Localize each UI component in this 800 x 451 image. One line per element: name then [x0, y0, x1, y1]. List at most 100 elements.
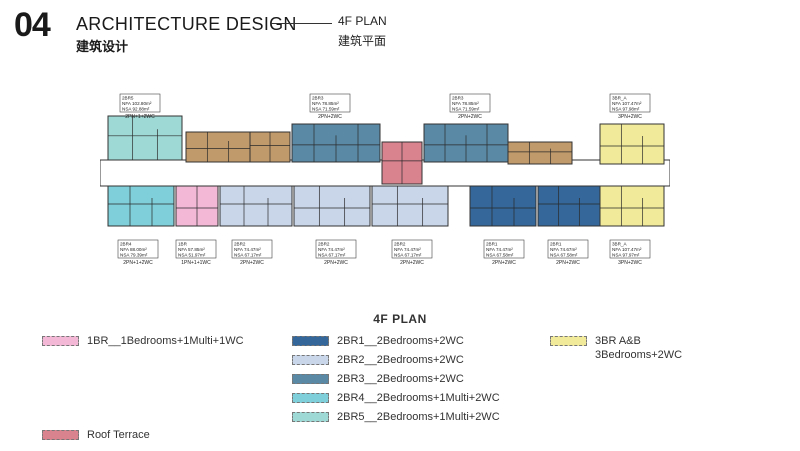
unit-tag-top-3-line-3: NSA 71.59m² [452, 107, 480, 112]
unit-2br4-bottom [107, 185, 175, 227]
unit-tag-bottom-6-config: 2PN+2WC [492, 260, 516, 266]
unit-tag-bottom-8-box [609, 239, 651, 259]
unit-core-left-top [185, 131, 251, 163]
unit-tag-top-3-line-2: NFA 78.85m² [452, 101, 479, 106]
legend-item-1br: 1BR__1Bedrooms+1Multi+1WC [42, 334, 244, 348]
unit-2br2-bottom-b [293, 185, 371, 227]
unit-tag-bottom-8-line-3: NSA 97.97m² [612, 253, 640, 258]
legend-item-3br: 3BR A&B 3Bedrooms+2WC [550, 334, 682, 362]
legend-swatch-2br2 [292, 355, 329, 365]
unit-tag-top-4-line-3: NSA 97.98m² [612, 107, 640, 112]
page-title: ARCHITECTURE DESIGN [76, 14, 297, 34]
unit-tag-bottom-6-line-3: NSA 67.58m² [486, 253, 514, 258]
plan-label: 4F PLAN [338, 14, 387, 28]
legend-item-roof: Roof Terrace [42, 428, 150, 442]
unit-tag-bottom-2-line-2: NFA 57.85m² [178, 247, 205, 252]
unit-tag-top-2-line-3: NSA 71.59m² [312, 107, 340, 112]
plan-label-cn: 建筑平面 [338, 34, 387, 48]
unit-tag-bottom-5-box [391, 239, 433, 259]
legend-label-2br4: 2BR4__2Bedrooms+1Multi+2WC [337, 392, 500, 404]
unit-tag-bottom-8-line-2: NFA 107.47m² [612, 247, 642, 252]
unit-2br5-top [107, 115, 183, 161]
unit-tag-top-2-config: 2PN+2WC [318, 114, 342, 120]
unit-2br1-bottom-a [469, 185, 537, 227]
legend-swatch-2br4 [292, 393, 329, 403]
unit-tag-top-2-box [309, 93, 351, 113]
unit-core-right-top [507, 141, 573, 165]
unit-tag-top-2-line-1: 2BR3 [312, 96, 324, 101]
section-number: 04 [14, 6, 51, 44]
room-partitions [108, 116, 664, 226]
unit-tag-bottom-1-line-1: 2BR4 [120, 242, 132, 247]
unit-tag-top-1-line-3: NSA 92.88m² [122, 107, 150, 112]
unit-tag-bottom-2-line-1: 1BR [178, 242, 188, 247]
unit-tag-bottom-3-config: 2PN+2WC [240, 260, 264, 266]
legend-item-2br2: 2BR2__2Bedrooms+2WC [292, 353, 464, 367]
unit-tag-bottom-2-line-3: NSA 51.97m² [178, 253, 206, 258]
legend-item-2br3: 2BR3__2Bedrooms+2WC [292, 372, 464, 386]
legend-label-3br: 3BR A&B [595, 335, 641, 347]
legend-label-2br3: 2BR3__2Bedrooms+2WC [337, 373, 464, 385]
unit-tag-bottom-7-line-2: NFA 74.67m² [550, 247, 577, 252]
header-divider [270, 23, 332, 24]
unit-tag-bottom-4-line-1: 2BR2 [318, 242, 330, 247]
unit-tag-top-3-box [449, 93, 491, 113]
unit-tag-bottom-4-config: 2PN+2WC [324, 260, 348, 266]
legend-label-2br1: 2BR1__2Bedrooms+2WC [337, 335, 464, 347]
unit-tag-top-1-line-1: 2BR5 [122, 96, 134, 101]
unit-tag-bottom-6-box [483, 239, 525, 259]
unit-tag-bottom-6-line-1: 2BR1 [486, 242, 498, 247]
unit-tag-bottom-7-line-3: NSA 67.58m² [550, 253, 578, 258]
unit-tag-top-2-line-2: NFA 78.85m² [312, 101, 339, 106]
unit-tag-bottom-3-box [231, 239, 273, 259]
unit-tag-bottom-8-config: 3PN+2WC [618, 260, 642, 266]
unit-tag-bottom-1-line-2: NFA 88.00m² [120, 247, 147, 252]
unit-tag-top-3-line-1: 2BR3 [452, 96, 464, 101]
unit-3br-bottom [599, 185, 665, 227]
legend-label-2br2: 2BR2__2Bedrooms+2WC [337, 354, 464, 366]
unit-tag-top-4-line-1: 3BR_A [612, 96, 627, 101]
unit-tag-bottom-5-config: 2PN+2WC [400, 260, 424, 266]
legend-swatch-roof [42, 430, 79, 440]
legend-swatch-3br [550, 336, 587, 346]
page-subtitle: 建筑设计 [76, 39, 129, 54]
unit-tag-bottom-4-line-3: NSA 67.17m² [318, 253, 346, 258]
unit-2br2-bottom-c [371, 185, 449, 227]
legend-label-roof: Roof Terrace [87, 429, 150, 441]
unit-3br-top [599, 123, 665, 165]
legend-label-2br5: 2BR5__2Bedrooms+1Multi+2WC [337, 411, 500, 423]
unit-tag-bottom-1-config: 2PN+1+2WC [123, 260, 153, 266]
unit-tag-top-3-config: 2PN+2WC [458, 114, 482, 120]
legend-item-2br5: 2BR5__2Bedrooms+1Multi+2WC [292, 410, 500, 424]
unit-tag-bottom-8-line-1: 3BR_A [612, 242, 627, 247]
legend-swatch-2br3 [292, 374, 329, 384]
legend-label-1br: 1BR__1Bedrooms+1Multi+1WC [87, 335, 244, 347]
legend-item-2br1: 2BR1__2Bedrooms+2WC [292, 334, 464, 348]
legend-item-2br4: 2BR4__2Bedrooms+1Multi+2WC [292, 391, 500, 405]
unit-tag-bottom-2-box [175, 239, 217, 259]
unit-tag-bottom-4-line-2: NFA 74.47m² [318, 247, 345, 252]
unit-tag-bottom-7-config: 2PN+2WC [556, 260, 580, 266]
unit-tag-top-1-box [119, 93, 161, 113]
unit-tag-bottom-5-line-3: NSA 67.17m² [394, 253, 422, 258]
unit-tag-top-1-line-2: NFA 102.80m² [122, 101, 152, 106]
unit-tag-bottom-1-box [117, 239, 159, 259]
unit-tag-bottom-7-line-1: 2BR1 [550, 242, 562, 247]
unit-tag-bottom-3-line-1: 2BR2 [234, 242, 246, 247]
unit-tag-bottom-6-line-2: NFA 74.47m² [486, 247, 513, 252]
unit-tag-bottom-5-line-1: 2BR2 [394, 242, 406, 247]
unit-tag-bottom-1-line-3: NSA 79.39m² [120, 253, 148, 258]
